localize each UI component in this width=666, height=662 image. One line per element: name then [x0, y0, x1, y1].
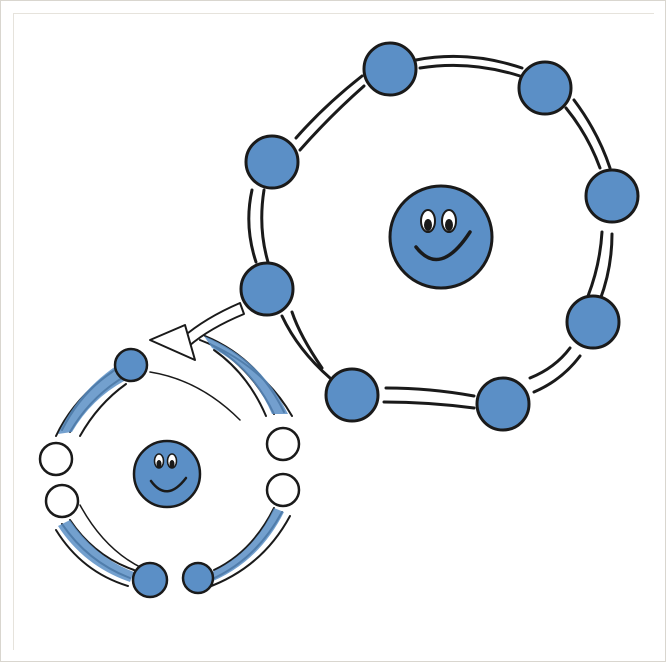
electron — [326, 369, 378, 421]
electron-empty — [46, 485, 78, 517]
electron-empty — [267, 474, 299, 506]
orbit-arc — [386, 388, 474, 396]
orbit-arc — [566, 108, 600, 168]
orbit-arc — [420, 65, 520, 76]
electron — [364, 43, 416, 95]
orbit-arc — [574, 100, 610, 168]
orbit-arc — [262, 190, 268, 262]
electron — [241, 263, 293, 315]
orbit-arc — [296, 76, 362, 138]
electron — [115, 349, 147, 381]
large-nucleus-smiley — [390, 186, 492, 288]
electron — [246, 136, 298, 188]
electron — [519, 62, 571, 114]
orbit-arc — [249, 190, 256, 262]
small-nucleus-smiley — [134, 441, 200, 507]
orbit-arc — [300, 86, 364, 150]
electron — [567, 296, 619, 348]
orbit-arc — [384, 402, 474, 408]
electron — [183, 563, 213, 593]
electron-empty — [40, 443, 72, 475]
electron — [477, 378, 529, 430]
orbit-arc — [588, 232, 602, 296]
electron-empty — [267, 428, 299, 460]
electron — [586, 170, 638, 222]
electron — [133, 563, 167, 597]
